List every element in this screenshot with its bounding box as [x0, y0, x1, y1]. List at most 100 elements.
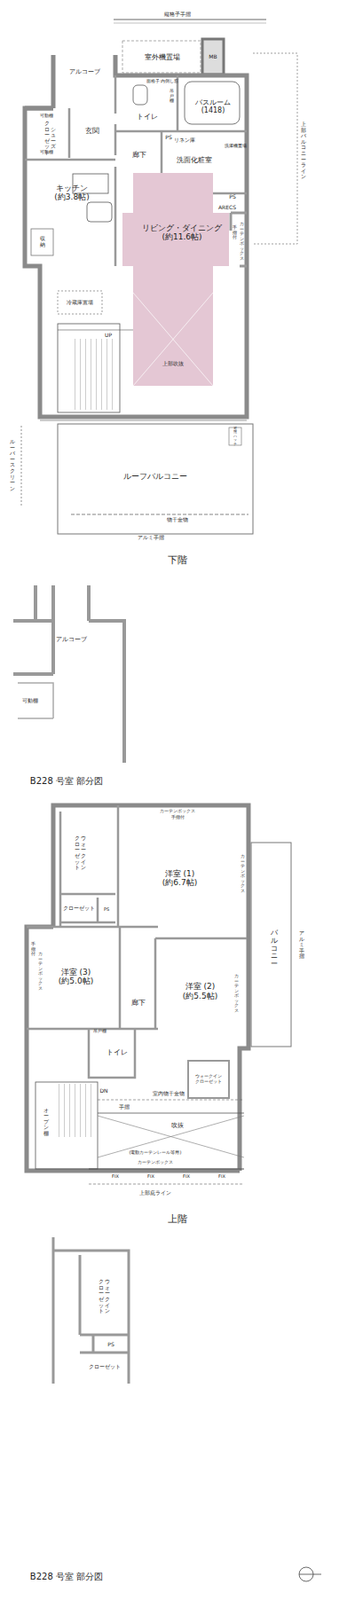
room-name: 廊下 — [132, 150, 147, 159]
room-name: バルコニー — [270, 930, 278, 970]
room-name: リビング・ダイニング — [142, 223, 222, 233]
plan-label: 吊戸棚 — [93, 1029, 107, 1035]
plan-label: 可動棚 — [22, 698, 39, 705]
plan-label: カーテンボックス — [159, 809, 196, 815]
room-area: 廊下 — [121, 992, 156, 1016]
plan-label: アルミ手摺 — [137, 535, 165, 542]
room-name: 冷蔵庫置場 — [66, 299, 94, 307]
room-name: キッチン — [55, 183, 88, 193]
room-area: バルコニー — [260, 896, 288, 1003]
room-area: バスルーム(1418) — [182, 88, 244, 125]
room-name: 洋室 (1) — [165, 869, 196, 879]
room-area: 洋室 (1)(約6.7帖) — [124, 852, 236, 906]
plan-label: PS — [165, 134, 172, 142]
room-detail: クローゼット — [74, 836, 80, 872]
plan-label: アルコーブ — [69, 69, 101, 77]
room-area: 室外機置場 — [124, 44, 200, 71]
room-detail: (約11.6帖) — [161, 232, 202, 242]
plan-label: UP — [104, 332, 112, 340]
room-name: MB — [208, 54, 217, 61]
room-area: PS — [97, 899, 116, 923]
room-detail: クローゼット — [98, 1279, 104, 1316]
plan-label: 避難ハッチ — [233, 426, 237, 447]
plan-label: カーテンボックス — [234, 974, 239, 1014]
plan-label: カーテンボックス — [239, 221, 245, 261]
room-name: 洗濯機置場 — [224, 143, 247, 150]
plan-label: (電動カーテンレール等用) — [129, 1151, 182, 1157]
plan-label: PS — [228, 194, 236, 201]
plan-label: 可動棚 — [39, 113, 54, 119]
plan-label: FIX — [111, 1175, 119, 1181]
room-area: リビング・ダイニング(約11.6帖) — [133, 205, 231, 260]
room-name: クローゼット — [88, 1364, 121, 1372]
room-name: シューズ — [50, 126, 56, 150]
room-area: 冷蔵庫置場 — [58, 291, 102, 314]
room-area: オープン棚 — [37, 1093, 56, 1152]
plan-label: 面格子 内倒し窓 — [144, 78, 181, 85]
plan-label: FIX — [182, 1175, 190, 1181]
room-area: 洋室 (2)(約5.5帖) — [157, 967, 243, 1017]
room-name: PS — [107, 1342, 114, 1349]
north-arrow — [299, 1568, 322, 1583]
plan-label: 上部庇ライン — [139, 1191, 172, 1198]
room-area: 玄関 — [71, 113, 114, 150]
room-area: トイレ — [99, 1040, 135, 1067]
room-name: 廊下 — [131, 999, 146, 1008]
room-name: バスルーム — [195, 98, 231, 107]
plan-label: 手摺付 — [232, 225, 237, 241]
room-name: 洗面化粧室 — [176, 156, 213, 165]
room-name: 収納 — [39, 236, 46, 248]
room-area: ルーフバルコニー — [62, 463, 249, 490]
upper-partial-plan — [53, 1238, 129, 1385]
room-detail: (約3.8帖) — [54, 192, 89, 202]
room-detail: (約6.7帖) — [162, 878, 198, 888]
plan-label: FIX — [147, 1175, 155, 1181]
room-area: クローゼット — [60, 896, 98, 922]
room-name: トイレ — [136, 112, 158, 121]
room-detail: (約5.0帖) — [58, 977, 94, 987]
plan-label: ARECS — [218, 205, 237, 212]
plan-label: 吊戸棚 — [169, 88, 174, 104]
room-area: 洗面化粧室 — [164, 149, 225, 173]
room-area: クローゼット — [79, 1356, 129, 1380]
room-name: ウォークイン — [80, 836, 87, 872]
plan-label: 室内物干金物 — [152, 1091, 185, 1098]
plan-label: 縦格子手摺 — [164, 11, 191, 18]
room-area: ウォークインクローゼット — [62, 816, 98, 892]
plan-label: FIX — [218, 1175, 226, 1181]
plan-label: アルコーブ — [55, 637, 87, 645]
room-name: 玄関 — [85, 126, 100, 135]
plan-label: リネン庫 — [173, 137, 196, 144]
room-name: オープン棚 — [43, 1108, 49, 1138]
room-area: MB — [202, 41, 224, 72]
plan-label: DN — [99, 1088, 108, 1096]
plan-label: 手摺 — [118, 1104, 130, 1112]
plan-label: B228 号室 部分図 — [30, 1572, 103, 1583]
room-name: クローゼット — [63, 906, 95, 913]
lower-partial-plan — [13, 585, 125, 764]
room-name: ルーフバルコニー — [123, 472, 188, 482]
plan-label: カーテンボックス — [240, 854, 245, 894]
room-name: 洋室 (2) — [185, 982, 216, 992]
room-detail: クローゼット — [195, 1080, 222, 1086]
room-name: 洋室 (3) — [61, 968, 92, 978]
room-area: PS — [94, 1337, 128, 1354]
plan-label: アルミ手摺 — [299, 930, 305, 961]
room-area: キッチン(約3.8帖) — [30, 161, 114, 224]
plan-label: 上部バルコニーライン — [300, 121, 307, 181]
room-area: 収納 — [31, 230, 53, 254]
upper-floor — [26, 805, 292, 1185]
plan-label: 手摺付 — [171, 815, 185, 821]
room-name: ウォークイン — [104, 1279, 111, 1316]
lower-floor — [21, 19, 298, 535]
plan-label: 下階 — [167, 555, 188, 567]
plan-label: 手摺付 — [31, 942, 36, 958]
plan-label: ルーバースクリーン — [9, 439, 16, 492]
plan-label: 上部吹抜 — [162, 361, 184, 368]
plan-label: カーテンボックス — [38, 952, 43, 992]
room-area: 洋室 (3)(約5.0帖) — [33, 954, 119, 1001]
room-area: 洗濯機置場 — [223, 133, 247, 160]
room-name: PS — [103, 907, 110, 914]
room-name: トイレ — [106, 1049, 128, 1058]
